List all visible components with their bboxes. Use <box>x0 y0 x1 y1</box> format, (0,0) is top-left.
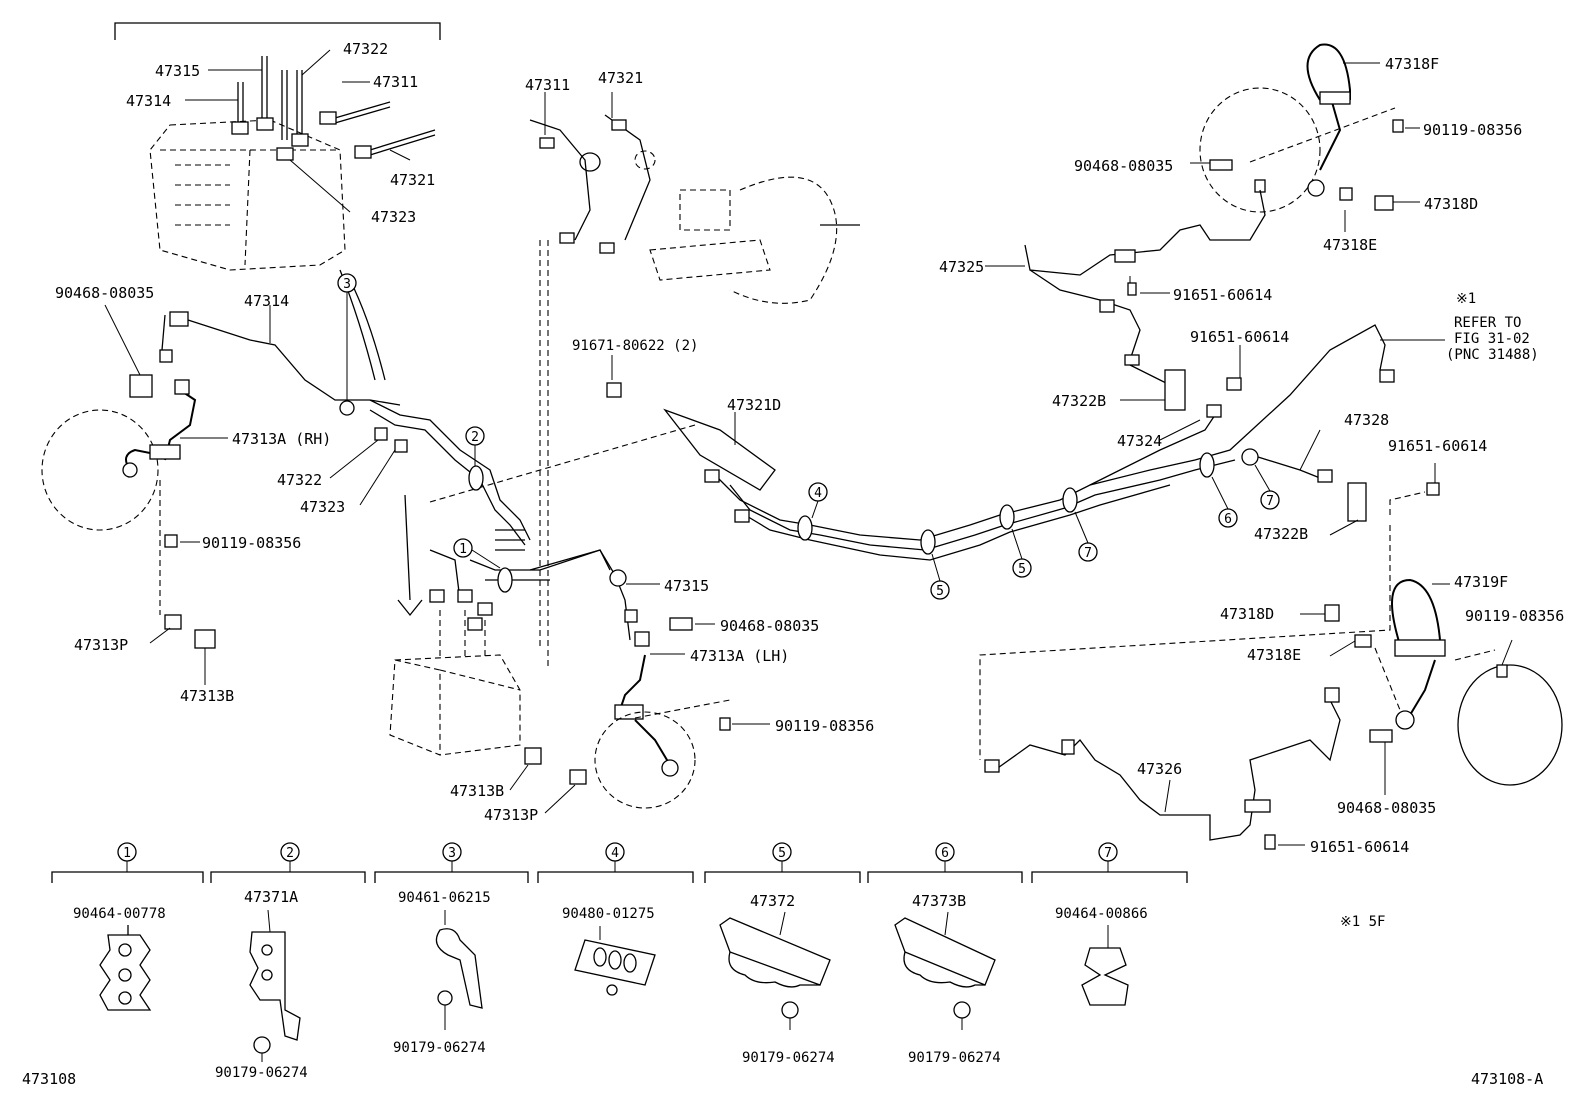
label-90468-left: 90468-08035 <box>55 284 154 302</box>
svg-text:3: 3 <box>448 846 456 861</box>
svg-text:7: 7 <box>1266 494 1274 509</box>
label-47313B-mid: 47313B <box>450 782 504 800</box>
svg-text:1: 1 <box>123 846 131 861</box>
right-front-hose-assembly <box>985 43 1420 366</box>
diagram-labels: 47315 47322 47311 47314 47321 47323 4731… <box>55 40 1564 856</box>
key-3-bolt: 90179-06274 <box>393 1040 486 1056</box>
label-47313P-mid: 47313P <box>484 806 538 824</box>
label-47313A-RH: 47313A (RH) <box>232 430 331 448</box>
label-47322B-a: 47322B <box>1052 392 1106 410</box>
svg-text:2: 2 <box>286 846 294 861</box>
key-5-bolt: 90179-06274 <box>742 1050 835 1066</box>
svg-text:6: 6 <box>941 846 949 861</box>
key-6-part: 47373B <box>912 892 966 910</box>
center-pipe-bundle <box>329 269 770 814</box>
svg-text:4: 4 <box>611 846 619 861</box>
label-90119-right: 90119-08356 <box>1465 607 1564 625</box>
note-5F: ※1 5F <box>1340 914 1385 930</box>
note-mark: ※1 <box>1456 291 1476 307</box>
label-47311-b: 47311 <box>525 76 570 94</box>
label-91651-a: 91651-60614 <box>1173 286 1272 304</box>
label-47325: 47325 <box>939 258 984 276</box>
label-47321-b: 47321 <box>598 69 643 87</box>
left-hose-assembly <box>41 304 401 685</box>
svg-text:7: 7 <box>1104 846 1112 861</box>
svg-text:5: 5 <box>778 846 786 861</box>
actuator-detail-top <box>114 22 441 271</box>
key-2-bolt: 90179-06274 <box>215 1065 308 1081</box>
label-47323: 47323 <box>371 208 416 226</box>
label-47321D: 47321D <box>727 396 781 414</box>
label-47313P-left: 47313P <box>74 636 128 654</box>
label-91651-b: 91651-60614 <box>1190 328 1289 346</box>
rear-right-hose-assembly <box>979 525 1563 850</box>
label-47315-b: 47315 <box>664 577 709 595</box>
svg-text:7: 7 <box>1084 546 1092 561</box>
refer-line-1: REFER TO <box>1454 315 1521 331</box>
label-47311: 47311 <box>373 73 418 91</box>
refer-line-3: (PNC 31488) <box>1446 347 1539 363</box>
rear-line-bundle <box>606 324 1445 561</box>
label-47318D-top: 47318D <box>1424 195 1478 213</box>
label-91651-d: 91651-60614 <box>1310 838 1409 856</box>
svg-text:1: 1 <box>459 542 467 557</box>
key-1-part: 90464-00778 <box>73 906 166 922</box>
key-6-bolt: 90179-06274 <box>908 1050 1001 1066</box>
label-47314: 47314 <box>126 92 171 110</box>
key-2-part: 47371A <box>244 888 298 906</box>
refer-line-2: FIG 31-02 <box>1454 331 1530 347</box>
label-47328: 47328 <box>1344 411 1389 429</box>
label-90468-top: 90468-08035 <box>1074 157 1173 175</box>
label-47318F: 47318F <box>1385 55 1439 73</box>
label-91671: 91671-80622 (2) <box>572 338 698 354</box>
label-47321: 47321 <box>390 171 435 189</box>
svg-text:5: 5 <box>936 584 944 599</box>
label-47322: 47322 <box>343 40 388 58</box>
label-47315: 47315 <box>155 62 200 80</box>
key-3-part: 90461-06215 <box>398 890 491 906</box>
label-90468-mid: 90468-08035 <box>720 617 819 635</box>
label-91651-c: 91651-60614 <box>1388 437 1487 455</box>
label-90468-right: 90468-08035 <box>1337 799 1436 817</box>
label-47318E-top: 47318E <box>1323 236 1377 254</box>
figure-code-right: 473108-A <box>1471 1070 1543 1088</box>
label-47313A-LH: 47313A (LH) <box>690 647 789 665</box>
svg-text:4: 4 <box>814 486 822 501</box>
label-47324: 47324 <box>1117 432 1162 450</box>
label-90119-left: 90119-08356 <box>202 534 301 552</box>
clamp-key-row: 1 2 3 4 5 6 7 90464-00778 47371A 90461-0… <box>22 842 1543 1088</box>
svg-text:6: 6 <box>1224 512 1232 527</box>
key-5-part: 47372 <box>750 892 795 910</box>
svg-text:2: 2 <box>471 430 479 445</box>
label-47322B-b: 47322B <box>1254 525 1308 543</box>
label-90119-mid: 90119-08356 <box>775 717 874 735</box>
figure-code-left: 473108 <box>22 1070 76 1088</box>
key-7-part: 90464-00866 <box>1055 906 1148 922</box>
svg-text:5: 5 <box>1018 562 1026 577</box>
svg-text:3: 3 <box>343 277 351 292</box>
label-47322-b: 47322 <box>277 471 322 489</box>
label-90119-top: 90119-08356 <box>1423 121 1522 139</box>
diagram-callouts: 3 2 1 4 5 5 7 6 7 <box>337 273 1280 600</box>
label-47326: 47326 <box>1137 760 1182 778</box>
key-4-part: 90480-01275 <box>562 906 655 922</box>
label-47323-b: 47323 <box>300 498 345 516</box>
label-47313B-left: 47313B <box>180 687 234 705</box>
label-47318E-low: 47318E <box>1247 646 1301 664</box>
label-47319F: 47319F <box>1454 573 1508 591</box>
label-47314-b: 47314 <box>244 292 289 310</box>
label-47318D-low: 47318D <box>1220 605 1274 623</box>
master-cylinder-booster <box>529 92 860 670</box>
